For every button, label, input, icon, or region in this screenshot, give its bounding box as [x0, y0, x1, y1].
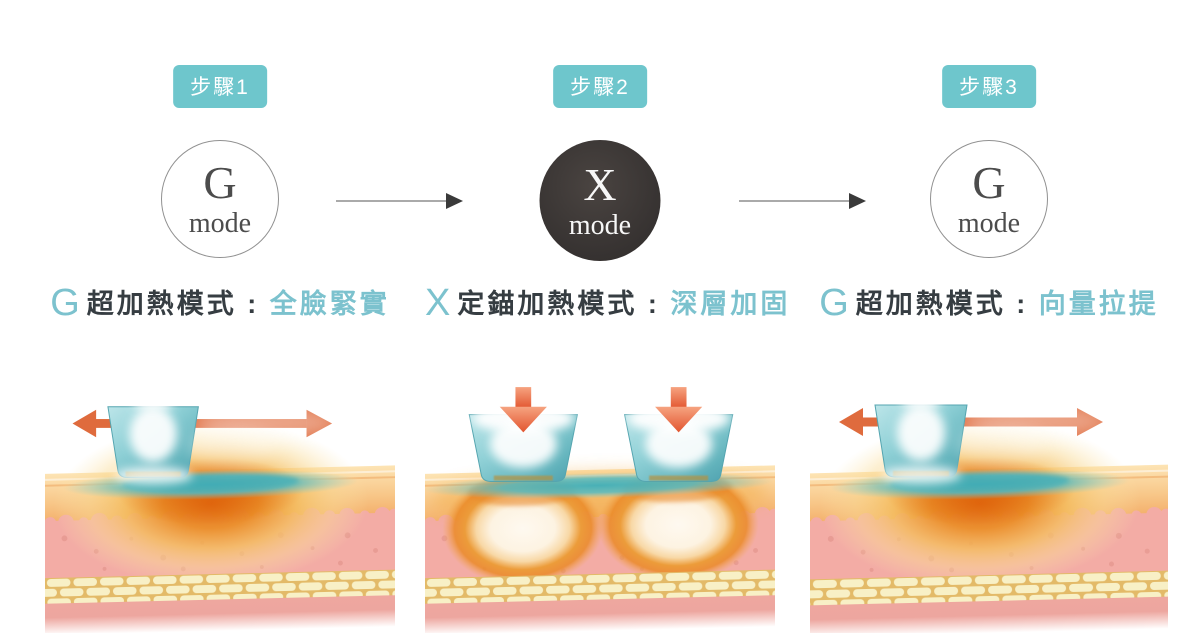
treatment-handpiece: [107, 387, 277, 485]
desc-mode-letter: G: [819, 282, 849, 324]
desc-text: 定錨加熱模式 :: [457, 289, 671, 319]
skin-cross-section-glide-2: [810, 385, 1168, 633]
mode-word: mode: [568, 209, 632, 241]
step-badge-3: 步驟3: [942, 65, 1036, 108]
desc-highlight: 向量拉提: [1038, 289, 1159, 319]
press-down-arrow-icon-left: [499, 387, 547, 433]
treatment-handpiece-right: [623, 403, 734, 482]
skin-cross-section-anchor: [425, 385, 775, 633]
desc-highlight: 全臉緊實: [269, 289, 390, 319]
desc-text: 超加熱模式 :: [855, 289, 1039, 319]
desc-text: 超加熱模式 :: [86, 289, 270, 319]
arrow-right-icon: [737, 187, 869, 215]
arrow-right-icon: [334, 187, 466, 215]
desc-mode-letter: X: [425, 282, 451, 324]
mode-word: mode: [188, 208, 252, 239]
mode-letter: G: [972, 157, 1006, 208]
mode-letter: G: [203, 157, 237, 208]
g-mode-circle: G mode: [161, 140, 279, 258]
desc-mode-letter: G: [50, 282, 80, 324]
press-down-arrow-icon-right: [655, 387, 703, 433]
skin-cross-section-glide-1: [45, 385, 395, 633]
mode-word: mode: [957, 208, 1021, 239]
step-badge-2: 步驟2: [553, 65, 647, 108]
desc-highlight: 深層加固: [670, 289, 791, 319]
g-mode-circle: G mode: [930, 140, 1048, 258]
step-badge-1: 步驟1: [173, 65, 267, 108]
x-mode-circle: X mode: [539, 140, 661, 261]
treatment-handpiece-left: [468, 403, 578, 482]
mode-letter: X: [583, 158, 617, 210]
treatment-handpiece: [874, 385, 1046, 484]
